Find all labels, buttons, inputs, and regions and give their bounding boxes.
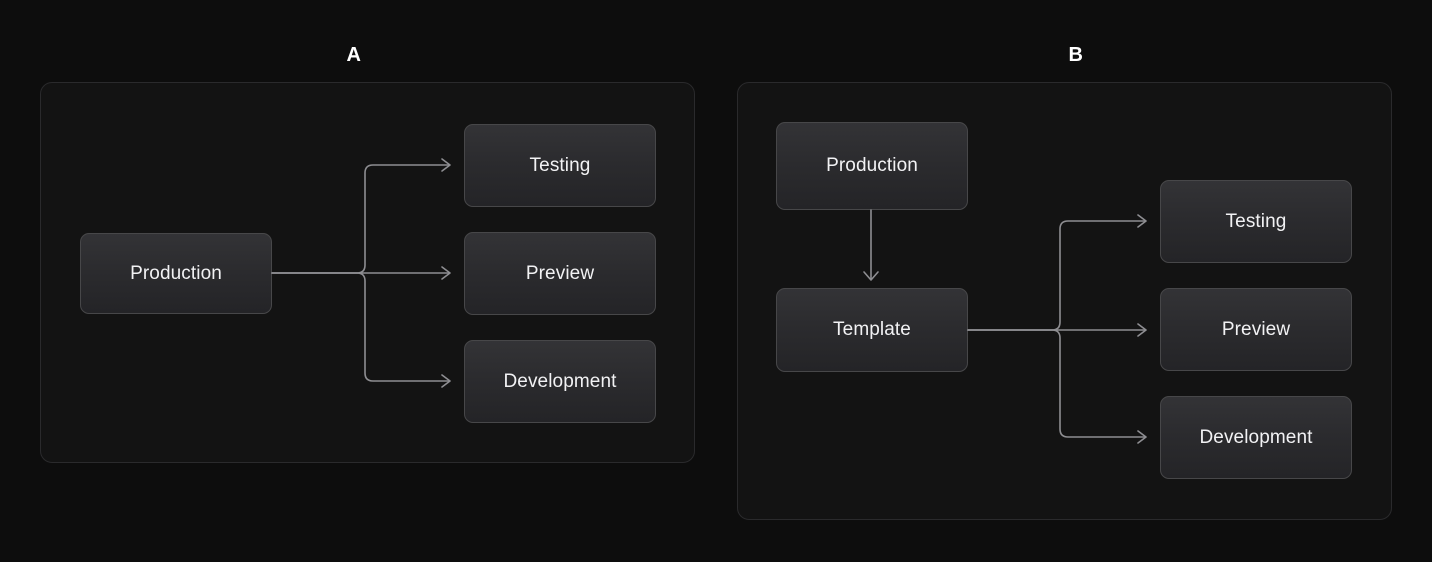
node-a-production[interactable]: Production bbox=[80, 233, 272, 314]
node-b-preview[interactable]: Preview bbox=[1160, 288, 1352, 371]
node-label: Testing bbox=[529, 154, 591, 176]
node-b-template[interactable]: Template bbox=[776, 288, 968, 372]
node-label: Template bbox=[833, 319, 911, 340]
node-label: Production bbox=[130, 262, 222, 284]
node-b-production[interactable]: Production bbox=[776, 122, 968, 210]
panel-b-letter: B bbox=[1068, 44, 1084, 66]
node-label: Testing bbox=[1225, 210, 1287, 232]
node-label: Development bbox=[503, 370, 617, 392]
panel-a-letter: A bbox=[346, 44, 362, 66]
node-a-testing[interactable]: Testing bbox=[464, 124, 656, 207]
node-label: Production bbox=[826, 155, 918, 176]
node-b-development[interactable]: Development bbox=[1160, 396, 1352, 479]
node-label: Preview bbox=[525, 262, 595, 284]
node-label: Development bbox=[1199, 426, 1313, 448]
node-a-preview[interactable]: Preview bbox=[464, 232, 656, 315]
node-label: Preview bbox=[1221, 318, 1291, 340]
node-a-development[interactable]: Development bbox=[464, 340, 656, 423]
node-b-testing[interactable]: Testing bbox=[1160, 180, 1352, 263]
